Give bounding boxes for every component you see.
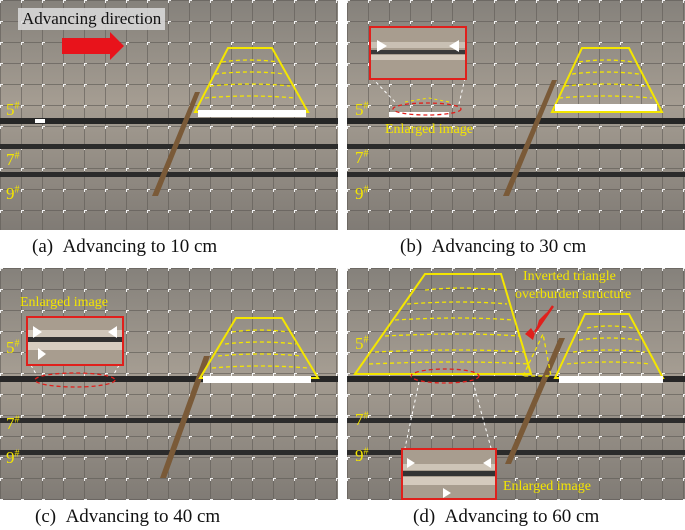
seam-5-label: 5# (6, 100, 20, 119)
seam-9-label: 9# (6, 184, 20, 203)
seam-9-label: 9# (355, 184, 369, 203)
model-photo (0, 268, 338, 500)
seam-7-label: 7# (6, 414, 20, 433)
structure-annotation-line1: Inverted triangle (523, 269, 616, 284)
model-photo (0, 0, 338, 230)
enlarged-image-label: Enlarged image (385, 122, 473, 137)
enlarged-inset (26, 316, 124, 366)
seam-7-label: 7# (6, 150, 20, 169)
enlarged-inset (369, 26, 467, 80)
seam-5-label: 5# (355, 100, 369, 119)
enlarged-inset (401, 448, 497, 500)
caption-a: (a) Advancing to 10 cm (32, 236, 218, 257)
caption-c: (c) Advancing to 40 cm (35, 506, 221, 527)
advancing-direction-label: Advancing direction (18, 8, 166, 30)
caption-b: (b) Advancing to 30 cm (400, 236, 587, 257)
seam-9-label: 9# (6, 448, 20, 467)
seam-5-label: 5# (355, 334, 369, 353)
seam-5-label: 5# (6, 338, 20, 357)
seam-9-label: 9# (355, 446, 369, 465)
panel-a-image: Advancing direction 5# 7# 9# (0, 0, 338, 230)
panel-b-image: Enlarged image 5# 7# 9# (347, 0, 685, 230)
panel-c-image: Enlarged image 5# 7# 9# (0, 268, 338, 500)
enlarged-image-label: Enlarged image (20, 295, 108, 310)
panel-d-image: Enlarged image Inverted triangle overbur… (347, 268, 685, 500)
caption-d: (d) Advancing to 60 cm (413, 506, 600, 527)
seam-7-label: 7# (355, 148, 369, 167)
structure-annotation-line2: overburden structure (515, 287, 632, 302)
seam-7-label: 7# (355, 410, 369, 429)
enlarged-image-label: Enlarged image (503, 479, 591, 494)
